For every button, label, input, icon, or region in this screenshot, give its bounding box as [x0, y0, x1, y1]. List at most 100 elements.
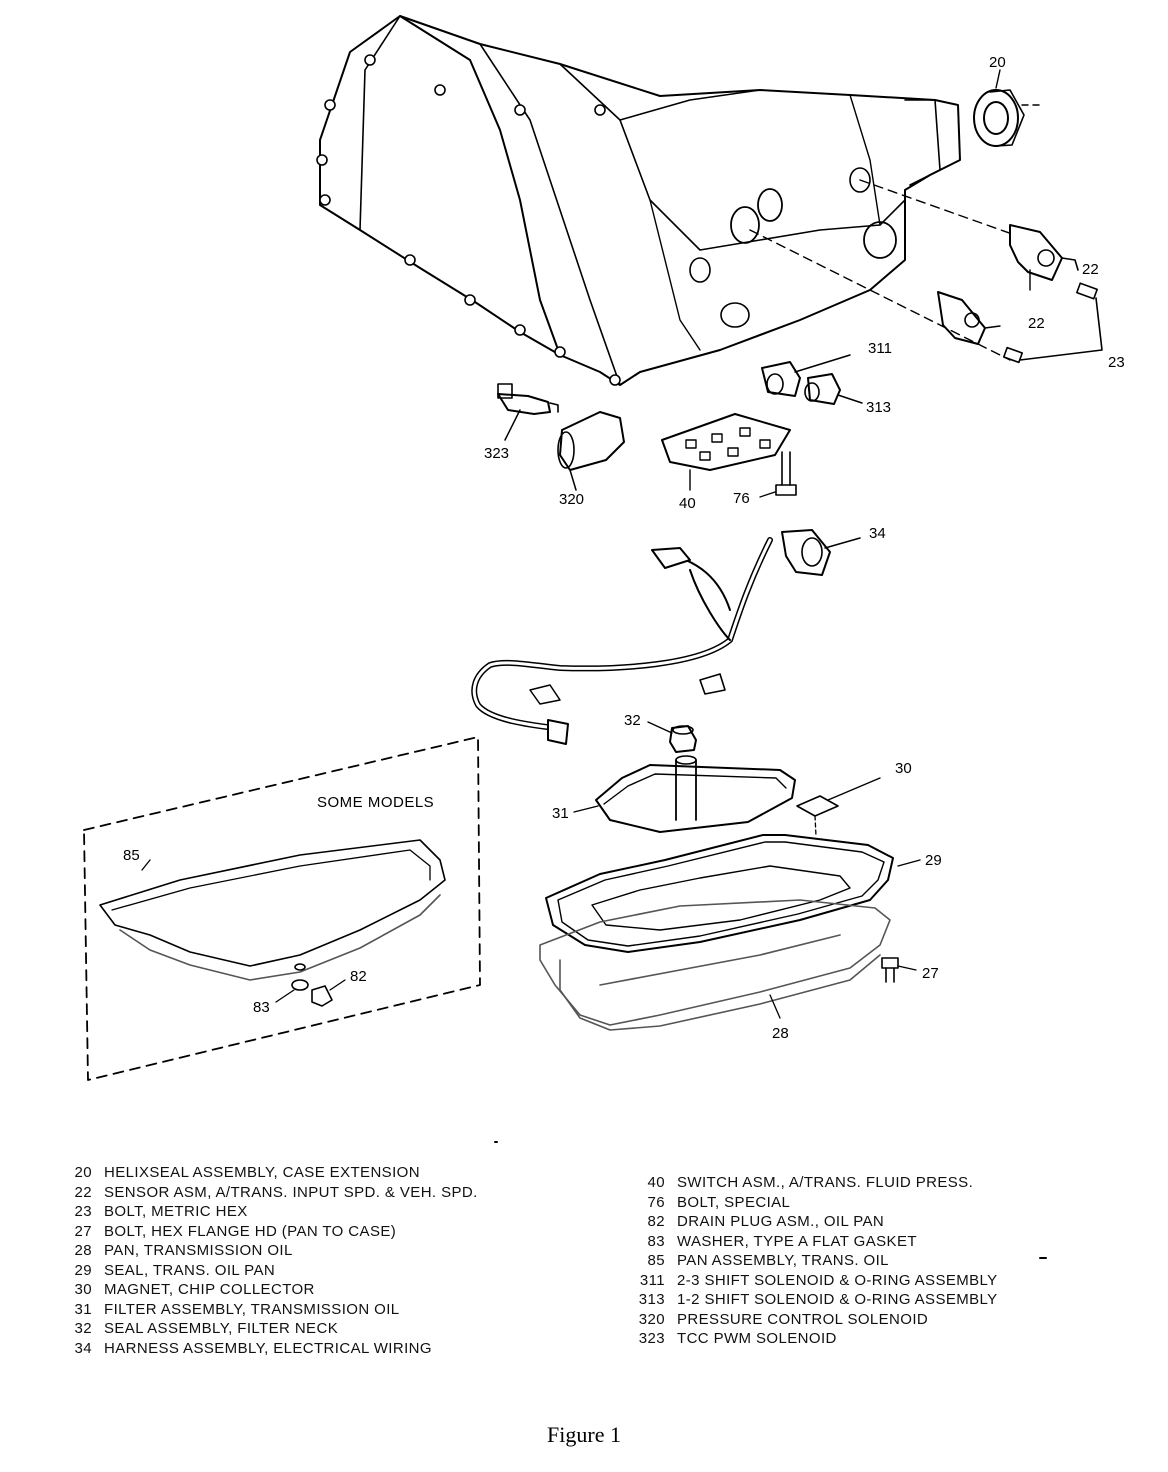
legend-number: 82: [647, 1213, 665, 1231]
callout-320: 320: [559, 491, 585, 508]
legend-row: 31 FILTER ASSEMBLY, TRANSMISSION OIL: [60, 1300, 478, 1320]
legend-number: 85: [647, 1252, 665, 1270]
transmission-case: [316, 15, 1041, 386]
legend-description: SENSOR ASM, A/TRANS. INPUT SPD. & VEH. S…: [104, 1183, 478, 1201]
callout-22: 22: [1028, 315, 1045, 332]
legend-row: 76 BOLT, SPECIAL: [600, 1193, 998, 1213]
callout-40: 40: [679, 495, 696, 512]
filter-neck-seal-drawing: [647, 721, 697, 753]
legend-description: TCC PWM SOLENOID: [677, 1330, 837, 1348]
legend-row: 82 DRAIN PLUG ASM., OIL PAN: [600, 1212, 998, 1232]
legend-row: 23 BOLT, METRIC HEX: [60, 1202, 478, 1222]
bolt-drawings-23: [1002, 282, 1103, 364]
legend-description: BOLT, HEX FLANGE HD (PAN TO CASE): [104, 1222, 397, 1240]
legend-row: 30 MAGNET, CHIP COLLECTOR: [60, 1280, 478, 1300]
legend-description: BOLT, SPECIAL: [677, 1193, 791, 1211]
callout-82: 82: [350, 968, 367, 985]
legend-row: 22 SENSOR ASM, A/TRANS. INPUT SPD. & VEH.…: [60, 1183, 478, 1203]
legend-description: SEAL, TRANS. OIL PAN: [104, 1261, 276, 1279]
legend-row: 323 TCC PWM SOLENOID: [600, 1329, 998, 1349]
callout-28: 28: [772, 1025, 789, 1042]
callout-311: 311: [868, 340, 892, 357]
legend-row: 83 WASHER, TYPE A FLAT GASKET: [600, 1232, 998, 1252]
legend-number: 28: [74, 1242, 92, 1260]
legend-row: 313 1-2 SHIFT SOLENOID & O-RING ASSEMBLY: [600, 1290, 998, 1310]
legend-number: 76: [647, 1193, 665, 1211]
legend-row: 20 HELIXSEAL ASSEMBLY, CASE EXTENSION: [60, 1163, 478, 1183]
legend-description: BOLT, METRIC HEX: [104, 1203, 248, 1221]
legend-number: 34: [74, 1339, 92, 1357]
callout-29: 29: [925, 852, 942, 869]
callout-32: 32: [624, 712, 641, 729]
legend-number: 23: [74, 1203, 92, 1221]
legend-number: 320: [638, 1310, 665, 1328]
callout-83: 83: [253, 999, 270, 1016]
legend-row: 29 SEAL, TRANS. OIL PAN: [60, 1261, 478, 1281]
legend-description: PAN ASSEMBLY, TRANS. OIL: [677, 1252, 889, 1270]
legend-description: PRESSURE CONTROL SOLENOID: [677, 1310, 929, 1328]
legend-row: 34 HARNESS ASSEMBLY, ELECTRICAL WIRING: [60, 1339, 478, 1359]
legend-description: WASHER, TYPE A FLAT GASKET: [677, 1232, 917, 1250]
legend-number: 30: [74, 1281, 92, 1299]
pressure-switch-drawing: [661, 413, 791, 491]
callout-85: 85: [123, 847, 140, 864]
legend-description: DRAIN PLUG ASM., OIL PAN: [677, 1213, 885, 1231]
callout-323: 323: [484, 445, 510, 462]
legend-row: 40 SWITCH ASM., A/TRANS. FLUID PRESS.: [600, 1173, 998, 1193]
legend-number: 311: [639, 1271, 665, 1289]
legend-row: 28 PAN, TRANSMISSION OIL: [60, 1241, 478, 1261]
legend-row: 32 SEAL ASSEMBLY, FILTER NECK: [60, 1319, 478, 1339]
drain-plug-drawings: [275, 963, 346, 1007]
callout-22: 22: [1082, 261, 1099, 278]
legend-description: SEAL ASSEMBLY, FILTER NECK: [104, 1320, 339, 1338]
wiring-harness-drawing: [471, 529, 861, 745]
legend-number: 31: [74, 1300, 92, 1318]
bolt-drawing-27: [881, 957, 917, 983]
legend-number: 27: [74, 1222, 92, 1240]
callout-34: 34: [869, 525, 886, 542]
speed-sensor-drawings: [937, 224, 1079, 345]
magnet-drawing: [796, 777, 881, 837]
pan-seal-drawing: [545, 834, 921, 953]
callout-27: 27: [922, 965, 939, 982]
legend-description: 2-3 SHIFT SOLENOID & O-RING ASSEMBLY: [677, 1271, 998, 1289]
callout-313: 313: [866, 399, 892, 416]
oil-filter-drawing: [573, 755, 796, 833]
callout-20: 20: [989, 54, 1006, 71]
legend-number: 20: [74, 1164, 92, 1182]
legend-description: 1-2 SHIFT SOLENOID & O-RING ASSEMBLY: [677, 1291, 998, 1309]
figure-caption: Figure 1: [547, 1422, 621, 1447]
shift-solenoid-drawings: [761, 354, 863, 405]
callout-23: 23: [1108, 354, 1125, 371]
legend-row: 27 BOLT, HEX FLANGE HD (PAN TO CASE): [60, 1222, 478, 1242]
oil-pan-drawing: [539, 899, 891, 1031]
legend-description: MAGNET, CHIP COLLECTOR: [104, 1281, 315, 1299]
legend-description: PAN, TRANSMISSION OIL: [104, 1242, 293, 1260]
alt-pan-drawing: [99, 839, 446, 981]
helixseal-drawing: [973, 69, 1025, 147]
some-models-box: [83, 736, 481, 1081]
legend-number: 40: [647, 1174, 665, 1192]
legend-number: 22: [74, 1183, 92, 1201]
parts-legend-right: 40 SWITCH ASM., A/TRANS. FLUID PRESS. 76 B…: [600, 1173, 998, 1349]
legend-number: 32: [74, 1320, 92, 1338]
legend-description: HELIXSEAL ASSEMBLY, CASE EXTENSION: [104, 1164, 420, 1182]
callout-76: 76: [733, 490, 750, 507]
legend-number: 83: [647, 1232, 665, 1250]
legend-description: HARNESS ASSEMBLY, ELECTRICAL WIRING: [104, 1339, 432, 1357]
pressure-control-solenoid-drawing: [557, 411, 625, 491]
legend-row: 320 PRESSURE CONTROL SOLENOID: [600, 1310, 998, 1330]
callout-31: 31: [552, 805, 569, 822]
legend-number: 323: [638, 1330, 665, 1348]
legend-number: 29: [74, 1261, 92, 1279]
bolt-drawing-76: [759, 451, 797, 498]
legend-description: SWITCH ASM., A/TRANS. FLUID PRESS.: [677, 1174, 974, 1192]
tcc-solenoid-drawing: [497, 383, 559, 441]
legend-row: 311 2-3 SHIFT SOLENOID & O-RING ASSEMBLY: [600, 1271, 998, 1291]
legend-description: FILTER ASSEMBLY, TRANSMISSION OIL: [104, 1300, 400, 1318]
legend-number: 313: [638, 1291, 665, 1309]
legend-row: 85 PAN ASSEMBLY, TRANS. OIL: [600, 1251, 998, 1271]
